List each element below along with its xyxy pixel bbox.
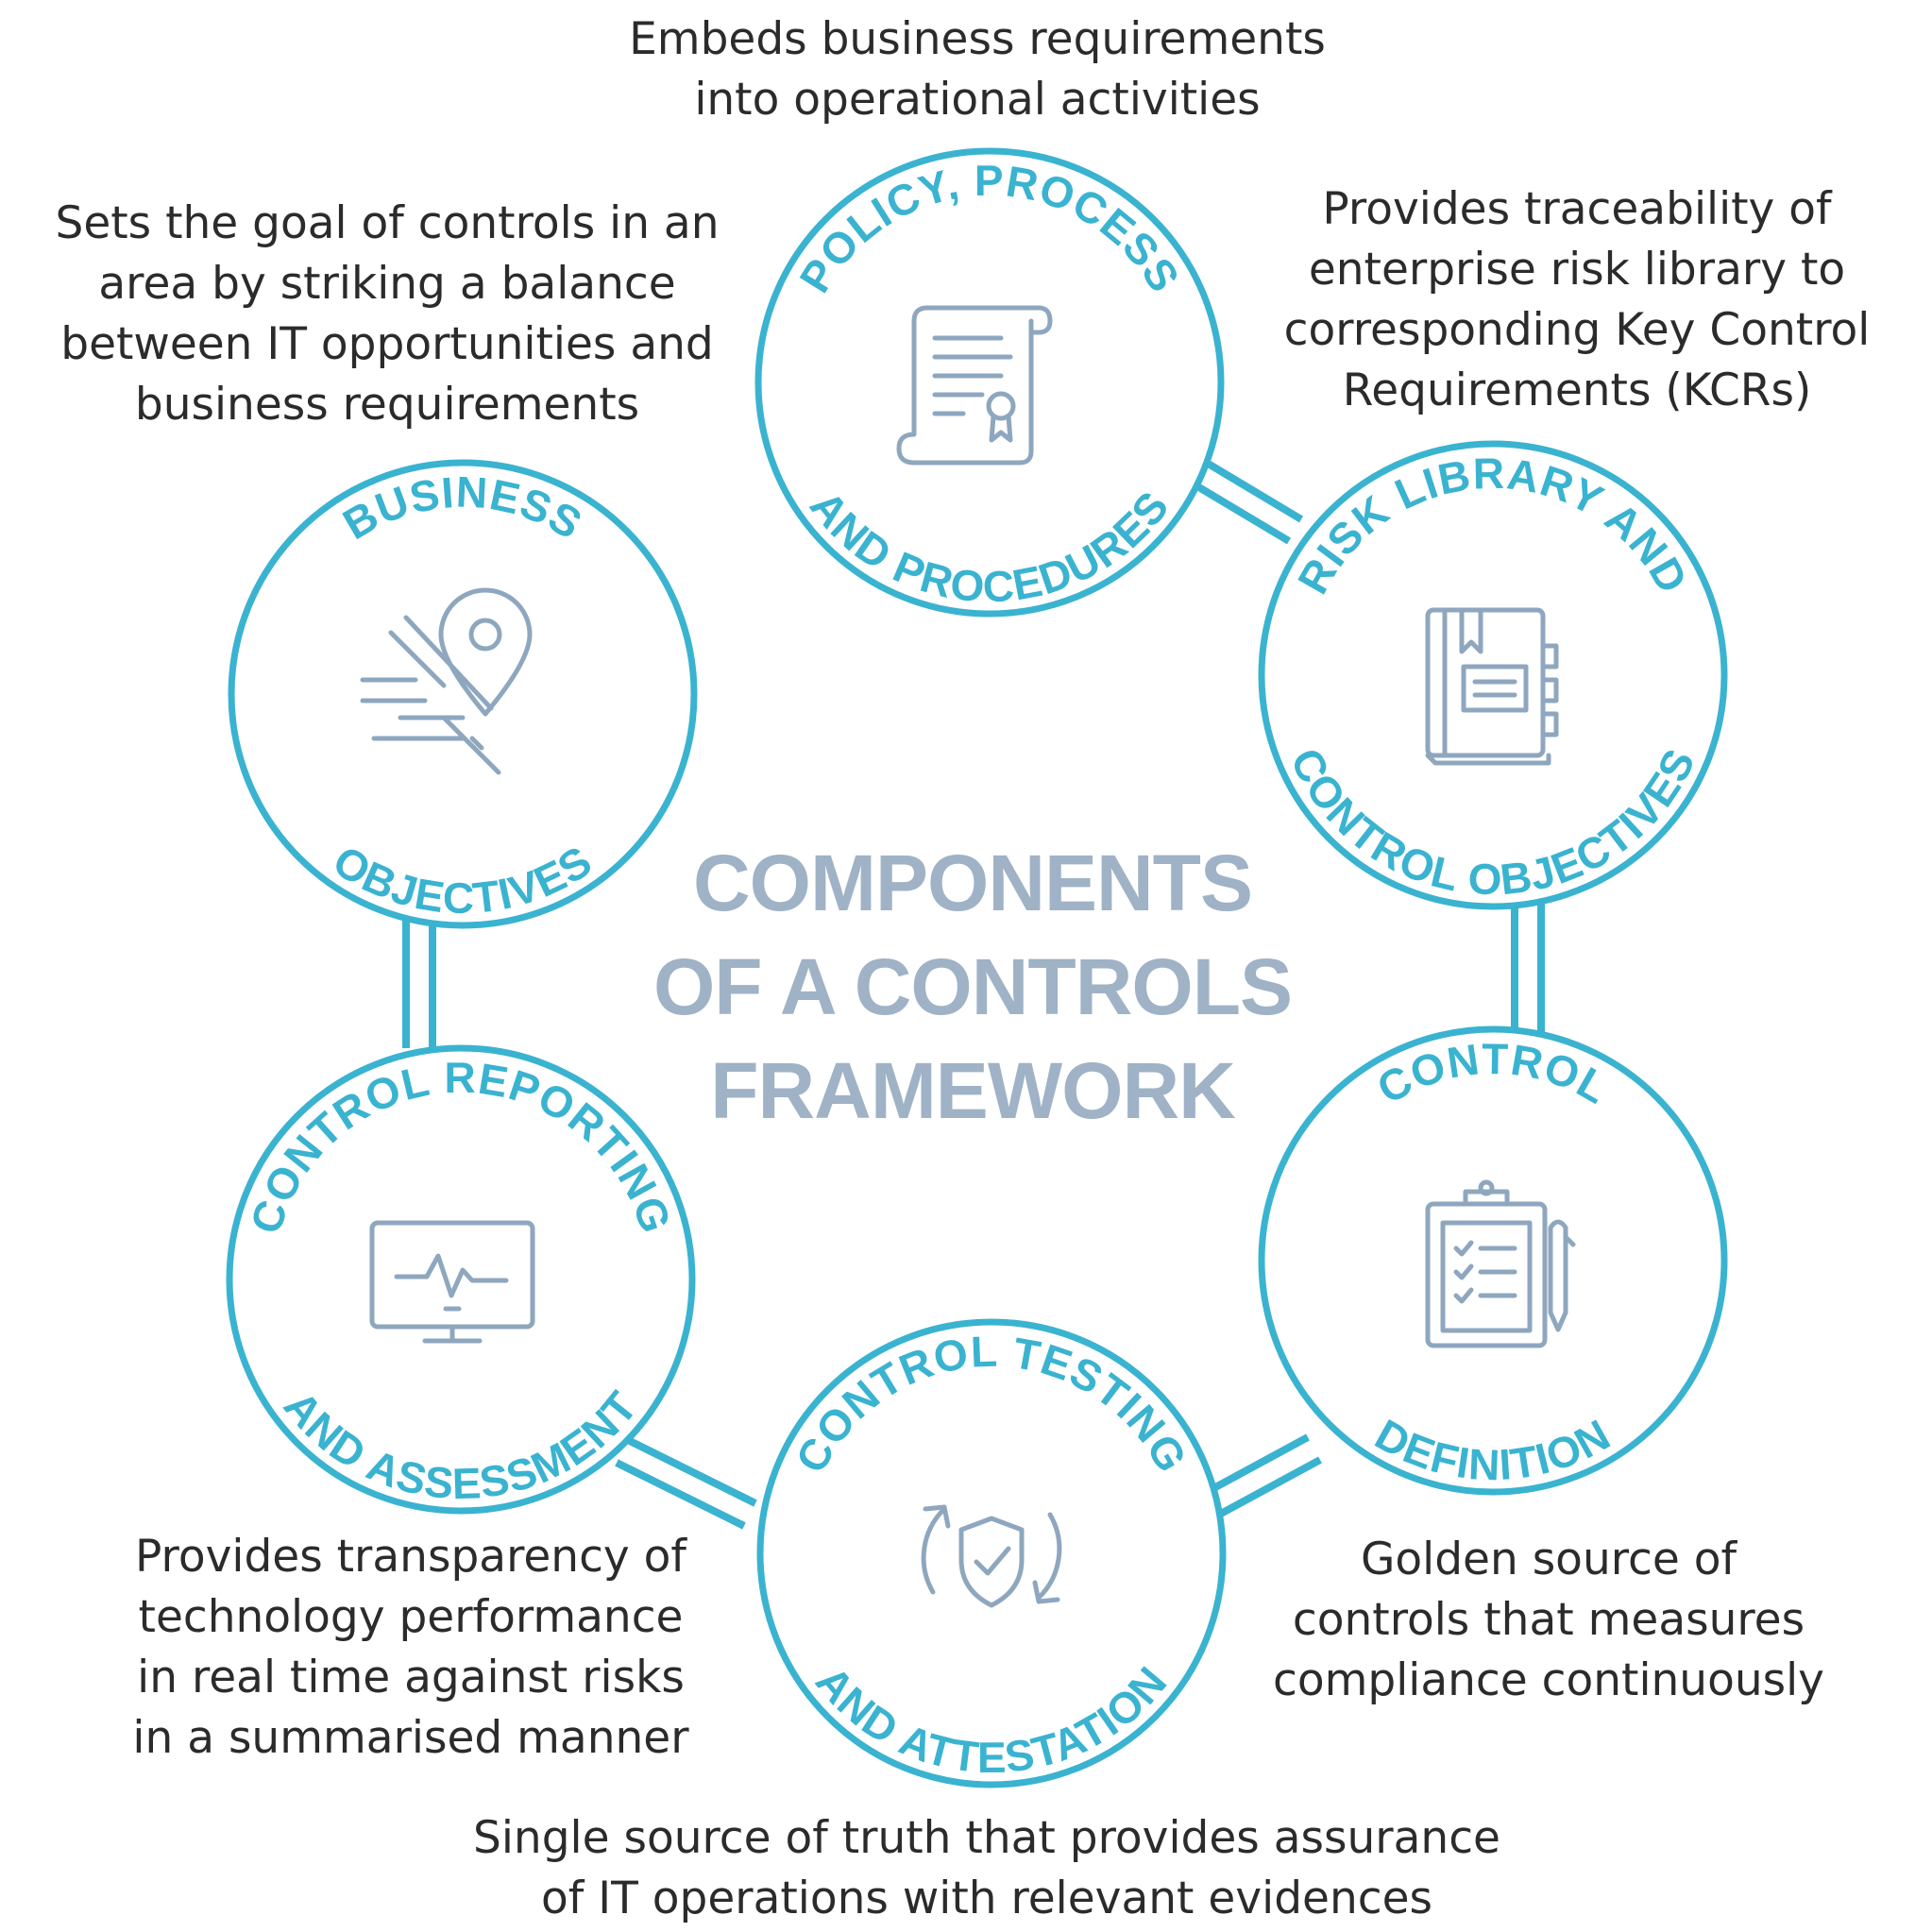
desc-reporting: Provides transparency of technology perf… bbox=[104, 1527, 718, 1769]
ring-policy bbox=[754, 147, 1225, 618]
desc-business-line-2: area by striking a balance bbox=[98, 258, 676, 310]
connector-risk-definition bbox=[1511, 902, 1545, 1034]
desc-testing-line-2: of IT operations with relevant evidences bbox=[540, 1873, 1433, 1924]
clipboard-checklist-icon bbox=[1425, 1179, 1576, 1348]
desc-risk: Provides traceability of enterprise risk… bbox=[1237, 179, 1917, 421]
desc-business: Sets the goal of controls in an area by … bbox=[47, 194, 727, 435]
shield-refresh-icon bbox=[921, 1504, 1062, 1608]
connector-testing-reporting bbox=[615, 1436, 757, 1530]
icons bbox=[360, 305, 1576, 1608]
ring-business bbox=[228, 459, 698, 929]
certificate-scroll-icon bbox=[896, 305, 1053, 466]
desc-reporting-line-1: Provides transparency of bbox=[135, 1531, 686, 1583]
desc-definition-line-2: controls that measures bbox=[1292, 1594, 1805, 1646]
center-title: COMPONENTS OF A CONTROLS FRAMEWORK bbox=[614, 831, 1331, 1143]
desc-testing: Single source of truth that provides ass… bbox=[453, 1808, 1520, 1929]
center-title-line-1: COMPONENTS bbox=[692, 839, 1253, 927]
center-title-line-2: OF A CONTROLS bbox=[652, 942, 1293, 1031]
ring-definition bbox=[1258, 1025, 1728, 1496]
center-title-line-3: FRAMEWORK bbox=[710, 1046, 1236, 1135]
desc-policy-line-2: into operational activities bbox=[694, 74, 1261, 126]
desc-business-line-1: Sets the goal of controls in an bbox=[55, 197, 720, 249]
desc-definition: Golden source of controls that measures … bbox=[1246, 1530, 1851, 1711]
desc-risk-line-4: Requirements (KCRs) bbox=[1342, 364, 1812, 416]
desc-risk-line-2: enterprise risk library to bbox=[1308, 244, 1846, 296]
desc-reporting-line-2: technology performance bbox=[138, 1591, 684, 1643]
ring-risk bbox=[1258, 440, 1728, 910]
desc-business-line-3: between IT opportunities and bbox=[60, 318, 714, 370]
desc-business-line-4: business requirements bbox=[134, 379, 640, 431]
connector-reporting-business bbox=[402, 921, 436, 1048]
binder-book-icon bbox=[1425, 607, 1559, 766]
monitor-pulse-icon bbox=[369, 1220, 535, 1344]
desc-policy-line-1: Embeds business requirements bbox=[629, 13, 1326, 65]
desc-risk-line-1: Provides traceability of bbox=[1322, 183, 1832, 235]
desc-risk-line-3: corresponding Key Control bbox=[1283, 304, 1871, 356]
desc-reporting-line-4: in a summarised manner bbox=[132, 1712, 689, 1764]
desc-reporting-line-3: in real time against risks bbox=[137, 1652, 685, 1703]
connector-definition-testing bbox=[1205, 1433, 1322, 1518]
location-pin-icon bbox=[360, 587, 533, 775]
desc-policy: Embeds business requirements into operat… bbox=[585, 9, 1369, 130]
ring-testing bbox=[756, 1318, 1227, 1788]
desc-definition-line-1: Golden source of bbox=[1360, 1534, 1737, 1585]
desc-definition-line-3: compliance continuously bbox=[1273, 1654, 1824, 1706]
rings bbox=[226, 147, 1728, 1788]
desc-testing-line-1: Single source of truth that provides ass… bbox=[473, 1812, 1500, 1864]
